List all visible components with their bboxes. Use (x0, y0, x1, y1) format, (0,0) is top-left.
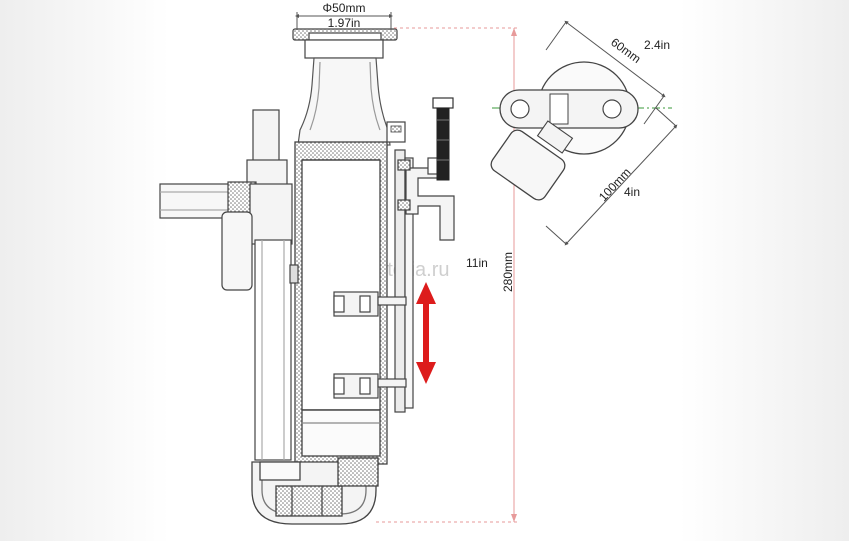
top-width-in-label: 1.97in (328, 16, 361, 30)
width-in-label: 2.4in (644, 38, 670, 52)
mounting-bracket (394, 149, 455, 413)
height-mm-label: 280mm (501, 252, 515, 292)
adjustment-arrow (416, 282, 436, 384)
depth-dimension (545, 107, 678, 246)
top-width-dimension (295, 12, 393, 30)
left-inlet-pipe (159, 109, 299, 461)
width-dimension (545, 20, 666, 125)
main-body (294, 141, 388, 465)
top-flange (292, 28, 398, 59)
thumb-screw (432, 97, 454, 181)
bottom-u-bend (251, 457, 379, 525)
height-in-label: 11in (466, 256, 488, 270)
neck-cone (297, 57, 391, 146)
inlet-box (490, 129, 566, 201)
support-lower (333, 373, 407, 399)
top-width-mm-label: Φ50mm (323, 1, 366, 15)
support-upper (333, 291, 407, 317)
cap-insert (390, 125, 402, 133)
depth-in-label: 4in (624, 185, 640, 199)
